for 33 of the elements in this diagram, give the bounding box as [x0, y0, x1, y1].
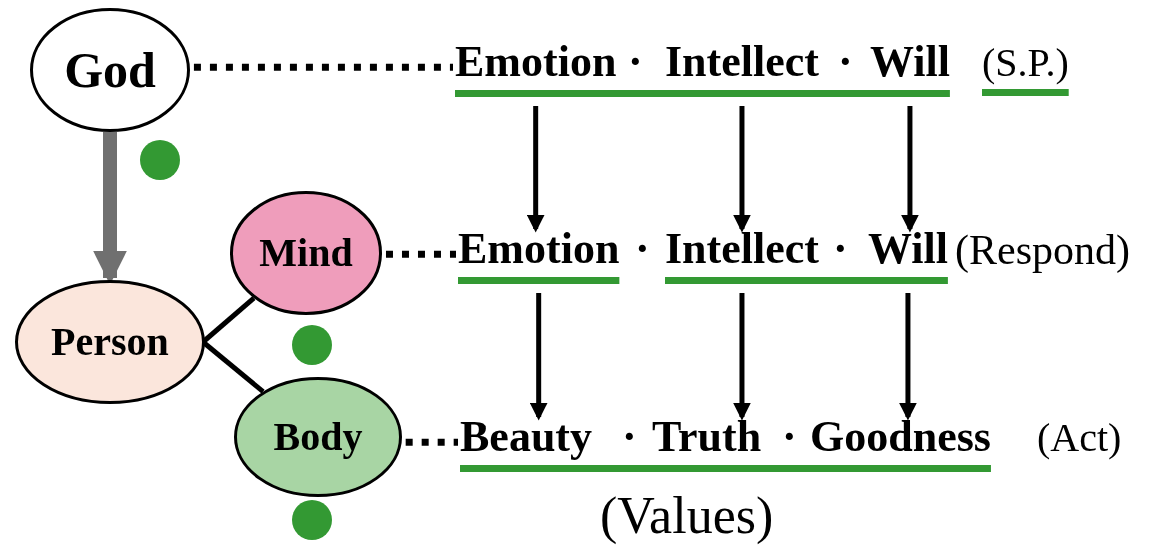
concept-word: Will	[870, 40, 950, 84]
concept-word: Intellect	[665, 227, 819, 271]
annotation-text: (S.P.)	[982, 43, 1069, 83]
separator-dot: ·	[635, 227, 650, 271]
arrow	[732, 293, 751, 421]
arrow	[900, 106, 919, 233]
arrow	[526, 106, 545, 233]
separator-dot: ·	[833, 227, 848, 271]
separator-dot: ·	[782, 415, 797, 459]
node-label: God	[63, 45, 157, 95]
concept-word: Emotion	[455, 40, 617, 84]
separator-dot: ·	[628, 40, 643, 84]
node-label: Body	[272, 417, 364, 457]
concept-word: Truth	[652, 415, 762, 459]
ellipse-node	[230, 191, 382, 315]
concept-word: Goodness	[810, 415, 991, 459]
arrow	[898, 293, 917, 421]
arrow	[529, 293, 548, 421]
annotation-text: (Respond)	[955, 229, 1130, 271]
concept-word: Beauty	[460, 415, 592, 459]
ellipse-node	[234, 377, 402, 497]
concept-word: Intellect	[665, 40, 819, 84]
concept-word: Emotion	[458, 227, 620, 271]
node-label: Mind	[258, 233, 354, 273]
node-label: Person	[50, 322, 170, 362]
separator-dot: ·	[838, 40, 853, 84]
annotation-text: (Act)	[1037, 418, 1122, 458]
separator-dot: ·	[622, 415, 637, 459]
annotation-text: (Values)	[600, 490, 774, 542]
arrow	[732, 106, 751, 233]
ellipse-node	[15, 280, 205, 404]
concept-word: Will	[868, 227, 948, 271]
ellipse-node	[30, 8, 190, 132]
